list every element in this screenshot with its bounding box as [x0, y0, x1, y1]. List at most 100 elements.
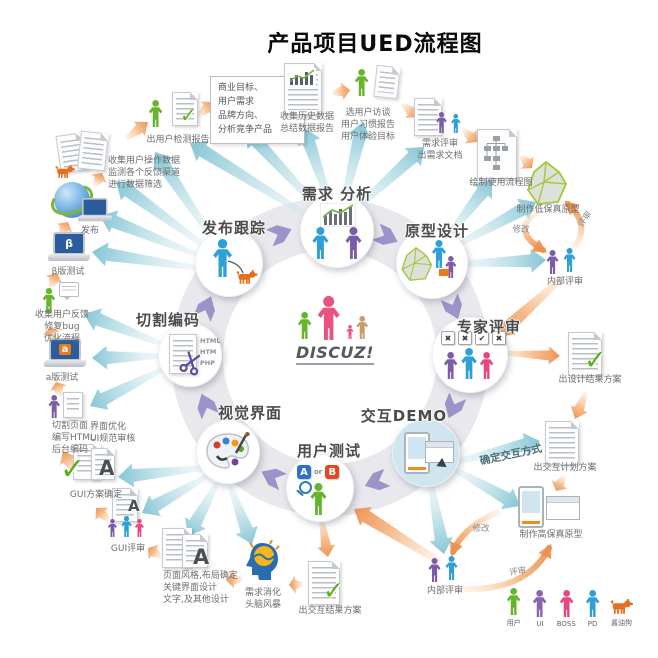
letter-a-icon: A	[99, 456, 115, 480]
person-icon	[530, 590, 549, 617]
node-label-requirement: 需求 分析	[301, 185, 373, 203]
laptop-base	[43, 360, 87, 367]
node-prototype-design	[396, 227, 468, 299]
person-icon	[40, 288, 58, 313]
person-icon	[313, 296, 344, 340]
node-label-expert: 专家评审	[456, 318, 522, 336]
label-inner-review-bottom: 内部评审	[426, 586, 464, 596]
logo-text-wrap: DISCUZ!	[292, 343, 378, 365]
or-label: or	[314, 468, 323, 476]
ab-test-icons: A or B	[297, 465, 340, 479]
person-icon	[133, 519, 146, 537]
document-icon	[568, 332, 602, 376]
legend: 用户 UI BOSS PD 酱油狗	[504, 588, 634, 628]
label-beta-test: β版测试	[51, 267, 85, 277]
dog-icon	[235, 270, 258, 285]
page-style-icon: A	[162, 528, 216, 574]
check-icon: ✓	[323, 576, 344, 605]
label-design-result: 出设计结果方案	[558, 375, 622, 385]
user-report-icon: ✓	[146, 92, 208, 138]
person-icon	[557, 590, 576, 617]
document-icon	[414, 98, 442, 136]
palette-icon	[206, 432, 251, 469]
flowchart-doc-icon	[477, 129, 517, 179]
laptop-icon	[77, 198, 113, 222]
person-icon	[426, 558, 443, 582]
dog-icon	[54, 165, 76, 179]
legend-label: 用户	[506, 619, 521, 627]
label-gui-review: GUI评审	[110, 544, 146, 554]
node-label-coding: 切割编码	[135, 311, 201, 329]
label-lofi: 制作低保真原型	[516, 205, 580, 215]
box-icon	[439, 269, 449, 276]
tick-icon: ✔	[475, 331, 489, 345]
document-icon	[182, 534, 208, 568]
gui-final-icon: ✓ A	[60, 444, 120, 492]
legend-item-pd: PD	[583, 590, 602, 628]
label-feedback: 收集用户反馈 修复bug 优化流程	[34, 310, 90, 345]
leash-icon	[227, 260, 244, 274]
person-icon	[295, 312, 314, 339]
label-inner-review-top: 内部评审	[546, 277, 584, 287]
label-ui-optimize: 界面优化 UI规范审核	[90, 422, 136, 445]
label-req-doc: 需求评审 出需求文档	[417, 139, 463, 162]
label-collect-data: 收集用户操作数据 监测各个反馈渠道 进行数据筛选	[108, 156, 181, 191]
page-title: 产品项目UED流程图	[267, 32, 483, 57]
node-slicing-coding: HTML HTM PHP	[158, 323, 222, 387]
cut-page-icon	[46, 392, 86, 422]
laptop-base	[47, 254, 91, 261]
label-flow-diagram: 绘制使用流程图	[469, 178, 533, 188]
a-option-icon: A	[297, 465, 311, 479]
person-icon	[146, 100, 165, 127]
label-interview: 选用户访谈 用户习惯报告 用户体验目标	[340, 108, 396, 143]
node-requirement-analysis	[300, 194, 374, 268]
node-interaction-demo	[392, 419, 460, 487]
flow-tree-icon	[484, 136, 508, 170]
label-publish: 发布	[80, 226, 100, 236]
node-visual-interface	[196, 420, 260, 484]
node-expert-review: ✖ ✖ ✔ ✖	[432, 317, 508, 393]
rock-icon	[527, 161, 567, 205]
node-label-visual: 视觉界面	[217, 404, 283, 422]
feedback-icon	[40, 282, 84, 316]
person-icon	[119, 516, 134, 537]
person-icon	[354, 316, 370, 339]
cross-icon: ✖	[441, 331, 455, 345]
document-icon	[172, 92, 198, 126]
speech-bubble-icon	[59, 282, 79, 300]
collect-data-icon	[54, 130, 112, 182]
label-modify-top: 修改	[512, 225, 530, 235]
chart-icon	[288, 68, 316, 86]
laptop-screen	[82, 198, 108, 217]
inner-review-top-icon	[544, 246, 586, 276]
interview-icon	[352, 64, 401, 106]
legend-label: UI	[536, 620, 544, 628]
person-icon	[434, 112, 449, 133]
browser-window-icon	[546, 496, 580, 520]
person-icon	[504, 588, 523, 615]
dog-icon	[609, 599, 634, 615]
node-release-tracking	[195, 229, 263, 297]
document-icon	[373, 64, 401, 100]
letter-a-icon: A	[193, 545, 210, 569]
history-data-icon	[284, 63, 324, 115]
legend-item-dog: 酱油狗	[609, 599, 634, 628]
node-user-test: A or B	[286, 454, 354, 522]
person-icon	[309, 227, 332, 259]
person-icon	[441, 352, 460, 379]
node-label-usertest: 用户测试	[296, 442, 362, 460]
interaction-result-icon: ✓	[308, 561, 352, 605]
gui-review-icon: A	[106, 488, 154, 546]
cross-icon: ✖	[492, 331, 506, 345]
letter-a-icon: A	[128, 497, 140, 515]
cross-icon: ✖	[458, 331, 472, 345]
file-types-label: HTML HTM PHP	[200, 337, 221, 368]
label-a-test: a版测试	[45, 373, 79, 383]
legend-label: PD	[587, 620, 598, 628]
node-label-demo: 交互DEMO	[360, 407, 448, 425]
legend-label: BOSS	[556, 620, 576, 628]
document-icon	[308, 561, 340, 605]
phone-icon	[518, 486, 544, 528]
check-icon: ✓	[180, 103, 197, 127]
person-icon	[583, 590, 602, 617]
